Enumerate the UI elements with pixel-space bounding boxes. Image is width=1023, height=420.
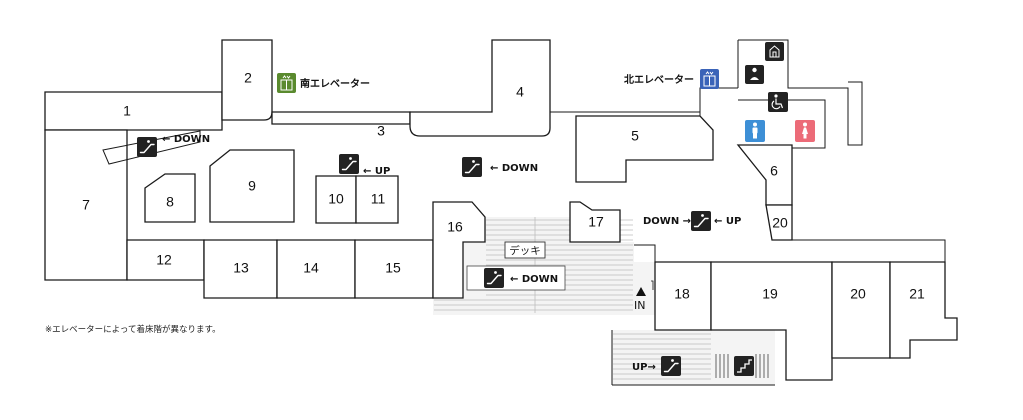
accessible-restroom[interactable]: [768, 92, 788, 112]
room-outlines: [44, 39, 958, 386]
room-3-label: 3: [377, 123, 385, 139]
escalator-east-left-label: DOWN →: [643, 216, 691, 227]
nursing-room[interactable]: [745, 65, 764, 84]
room-labels: 1 2 3 4 5 6 7 8 9 10 11 12 13 14 15 16 1…: [82, 70, 925, 302]
escalator-icon: [691, 211, 711, 231]
room-3[interactable]: [271, 111, 411, 125]
room-10-label: 10: [328, 191, 344, 207]
room-8-label: 8: [166, 194, 174, 210]
baby-room[interactable]: [765, 42, 784, 61]
escalator-center-down[interactable]: ← DOWN: [462, 157, 538, 177]
room-20-large-label: 20: [850, 286, 866, 302]
north-elevator-label: 北エレベーター: [624, 73, 694, 86]
room-11[interactable]: [355, 175, 399, 224]
room-13-label: 13: [233, 260, 249, 276]
escalator-icon: [484, 268, 504, 288]
escalator-center-up-label: ← UP: [363, 166, 390, 177]
room-20-small-label: 20: [772, 215, 788, 231]
escalator-south[interactable]: UP→: [632, 356, 681, 376]
escalator-east[interactable]: DOWN → ← UP: [643, 211, 741, 231]
room-18-label: 18: [674, 286, 690, 302]
room-12-label: 12: [156, 252, 172, 268]
escalator-icon: [661, 356, 681, 376]
deck-label: デッキ: [509, 244, 541, 257]
womens-restroom[interactable]: [795, 120, 815, 142]
entrance-label: IN: [634, 299, 645, 312]
escalator-center-down-label: ← DOWN: [490, 163, 538, 174]
escalator-west[interactable]: ← DOWN: [137, 134, 210, 157]
room-16-label: 16: [447, 219, 463, 235]
entrance-arrow-icon: [636, 287, 646, 296]
west-escalator-slope: [102, 130, 201, 165]
wheelchair-icon: [768, 92, 788, 112]
room-6-label: 6: [770, 163, 778, 179]
escalator-east-right-label: ← UP: [714, 216, 741, 227]
room-4-label: 4: [516, 84, 524, 100]
escalator-deck[interactable]: ← DOWN: [466, 265, 566, 291]
escalator-center-up[interactable]: ← UP: [339, 154, 390, 177]
stairs[interactable]: [715, 354, 769, 378]
room-17-label: 17: [588, 214, 604, 230]
footnote: ※エレベーターによって着床階が異なります。: [45, 324, 221, 335]
room-17[interactable]: [569, 201, 621, 243]
room-15-label: 15: [385, 260, 401, 276]
room-9-label: 9: [248, 178, 256, 194]
room-9[interactable]: [209, 149, 295, 223]
room-20-large[interactable]: [831, 261, 891, 359]
escalator-south-label: UP→: [632, 362, 656, 373]
room-11-label: 11: [371, 191, 386, 207]
escalator-deck-label: ← DOWN: [510, 274, 558, 285]
room-7-label: 7: [82, 197, 90, 213]
mens-restroom[interactable]: [745, 120, 765, 142]
room-1[interactable]: [44, 91, 223, 131]
room-19-label: 19: [762, 286, 778, 302]
room-14-label: 14: [303, 260, 319, 276]
room-1-label: 1: [123, 103, 131, 119]
south-elevator-label: 南エレベーター: [300, 77, 370, 90]
room-6[interactable]: [736, 144, 793, 206]
entrance[interactable]: IN: [634, 280, 654, 312]
south-elevator[interactable]: 南エレベーター: [277, 73, 370, 93]
escalator-west-label: ← DOWN: [162, 134, 210, 145]
room-16[interactable]: [432, 201, 486, 299]
room-21-label: 21: [909, 286, 925, 302]
room-4[interactable]: [409, 39, 551, 137]
escalator-icon: [339, 154, 359, 174]
room-21[interactable]: [889, 261, 958, 359]
escalator-icon: [137, 137, 157, 157]
room-5[interactable]: [575, 115, 714, 183]
north-elevator[interactable]: 北エレベーター: [624, 69, 719, 89]
deck-sign: デッキ: [504, 241, 546, 259]
room-5-label: 5: [631, 128, 639, 144]
room-8[interactable]: [144, 173, 196, 223]
room-2-label: 2: [244, 70, 252, 86]
escalator-icon: [462, 157, 482, 177]
nursing-room-icon: [745, 65, 764, 84]
stairs-icon: [734, 356, 754, 376]
